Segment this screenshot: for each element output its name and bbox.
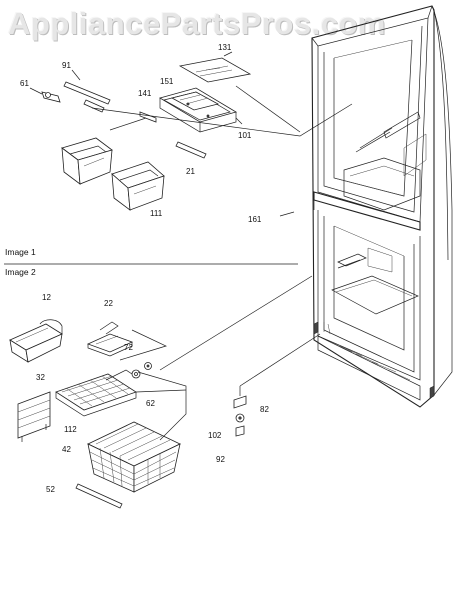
callout-72: 72 bbox=[124, 343, 133, 352]
callout-42: 42 bbox=[62, 445, 71, 454]
part-112-frame bbox=[17, 391, 51, 442]
part-141-151-crisper-cover bbox=[158, 87, 238, 133]
crisper-drawer-left bbox=[61, 137, 113, 185]
callout-62: 62 bbox=[146, 399, 155, 408]
leader-lines-image1 bbox=[91, 85, 353, 217]
refrigerator-cabinet bbox=[311, 5, 453, 408]
part-52-rod bbox=[75, 483, 123, 509]
part-21-slide bbox=[175, 141, 207, 159]
callout-102: 102 bbox=[208, 431, 222, 440]
callout-131: 131 bbox=[218, 43, 232, 52]
part-82-102-92-hinge bbox=[233, 386, 247, 437]
callout-82: 82 bbox=[260, 405, 269, 414]
part-91-rail bbox=[63, 69, 111, 113]
callout-161: 161 bbox=[248, 215, 262, 224]
callout-111: 111 bbox=[150, 209, 163, 218]
section-label-image2: Image 2 bbox=[5, 267, 36, 277]
callout-151: 151 bbox=[160, 77, 174, 86]
part-61-bracket bbox=[29, 87, 61, 103]
leader-lines-image2 bbox=[119, 275, 321, 441]
part-22-slide-cover bbox=[86, 321, 134, 357]
part-32-wire-shelf bbox=[55, 369, 137, 417]
callout-91: 91 bbox=[62, 61, 71, 70]
callout-22: 22 bbox=[104, 299, 113, 308]
part-42-wire-basket bbox=[87, 421, 181, 493]
callout-21: 21 bbox=[186, 167, 195, 176]
part-131-glass-cover bbox=[178, 51, 252, 83]
part-72-62-rollers bbox=[131, 362, 152, 379]
callout-101: 101 bbox=[238, 131, 252, 140]
callout-141: 141 bbox=[138, 89, 152, 98]
part-12-door-bin bbox=[9, 319, 63, 363]
callout-52: 52 bbox=[46, 485, 55, 494]
callout-32: 32 bbox=[36, 373, 45, 382]
callout-92: 92 bbox=[216, 455, 225, 464]
callout-112: 112 bbox=[64, 425, 77, 434]
callout-12: 12 bbox=[42, 293, 51, 302]
part-111-crisper-drawer bbox=[111, 161, 165, 211]
section-label-image1: Image 1 bbox=[5, 247, 36, 257]
callout-61: 61 bbox=[20, 79, 29, 88]
